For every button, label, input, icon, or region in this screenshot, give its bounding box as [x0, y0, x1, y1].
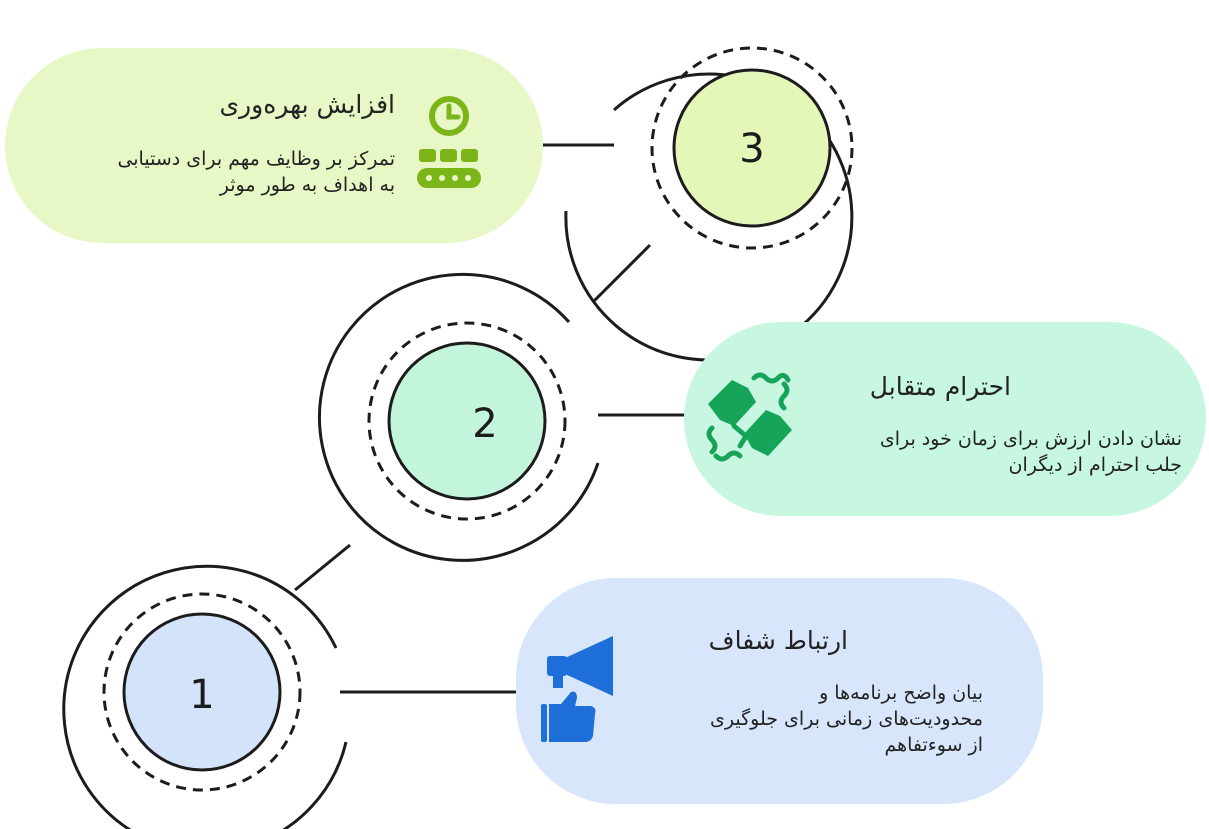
connector-3-2	[591, 243, 652, 304]
step-3-circle	[672, 68, 832, 228]
step-3-title: افزایش بهره‌وری	[219, 90, 395, 119]
step-2-node: 2	[317, 272, 686, 562]
step-3-number: 3	[739, 126, 764, 172]
connector-2-1	[294, 543, 351, 592]
step-3-node: 3	[538, 46, 854, 362]
step-3-card: افزایش بهره‌وری تمرکز بر وظایف مهم برای …	[5, 48, 543, 243]
step-2-outer-ring	[317, 272, 600, 562]
step-2-description: نشان دادن ارزش برای زمان خود برای جلب اح…	[879, 428, 1182, 477]
step-2-circle	[387, 341, 547, 501]
step-1-title: ارتباط شفاف	[708, 626, 848, 655]
step-2-title: احترام متقابل	[869, 372, 1011, 401]
step-2-dashed-ring	[367, 321, 567, 521]
step-2-number: 2	[472, 401, 497, 447]
step-1-number: 1	[189, 672, 214, 718]
step-1-description: بیان واضح برنامه‌ها و محدودیت‌های زمانی …	[710, 682, 983, 757]
step-1-circle	[122, 612, 282, 772]
step-1-outer-ring	[62, 564, 348, 829]
step-1-card: ارتباط شفاف بیان واضح برنامه‌ها و محدودی…	[516, 578, 1043, 804]
step-2-card: احترام متقابل نشان دادن ارزش برای زمان خ…	[684, 322, 1206, 516]
step-1-dashed-ring	[102, 592, 302, 792]
step-1-node: 1	[62, 564, 516, 829]
puzzle-respect-icon	[706, 372, 792, 462]
megaphone-icon	[541, 636, 613, 742]
step-3-dashed-ring	[650, 46, 854, 250]
step-3-description: تمرکز بر وظایف مهم برای دستیابی به اهداف…	[117, 148, 395, 197]
productivity-clock-icon	[417, 96, 481, 188]
